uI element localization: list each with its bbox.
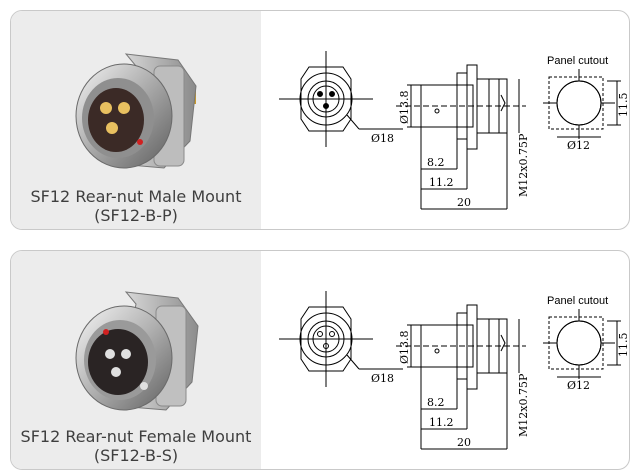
- dim-thread: M12x0.75P: [517, 133, 530, 197]
- dim-11-5: 11.5: [617, 93, 630, 118]
- panel-cutout-drawing: [543, 69, 621, 139]
- product-card-male: SF12 Rear-nut Male Mount (SF12-B-P) Ø18: [10, 10, 630, 230]
- panel-cutout-label: Panel cutout: [547, 55, 608, 67]
- dim-diameter-18: Ø18: [371, 372, 394, 385]
- dim-11-2: 11.2: [429, 416, 454, 429]
- product-caption: SF12 Rear-nut Female Mount (SF12-B-S): [11, 427, 261, 465]
- dim-thread: M12x0.75P: [517, 373, 530, 437]
- dim-20: 20: [457, 436, 471, 449]
- panel-cutout-drawing: [543, 309, 621, 379]
- dim-11-2: 11.2: [429, 176, 454, 189]
- female-connector-photo: [75, 291, 199, 411]
- male-connector-photo: [75, 53, 197, 169]
- panel-cutout-label: Panel cutout: [547, 295, 608, 307]
- dim-diameter-18: Ø18: [371, 132, 394, 145]
- product-caption: SF12 Rear-nut Male Mount (SF12-B-P): [11, 187, 261, 225]
- dim-diameter-12: Ø12: [567, 139, 590, 152]
- technical-drawing: Ø18 Ø13.8: [279, 51, 630, 210]
- product-part-number: (SF12-B-P): [94, 206, 178, 225]
- dim-diameter-13-8: Ø13.8: [398, 330, 411, 364]
- dim-diameter-13-8: Ø13.8: [398, 90, 411, 124]
- product-part-number: (SF12-B-S): [93, 446, 179, 465]
- dim-8-2: 8.2: [427, 396, 445, 409]
- dim-8-2: 8.2: [427, 156, 445, 169]
- product-photo-panel: [11, 11, 261, 229]
- front-view: [279, 51, 403, 147]
- dim-diameter-12: Ø12: [567, 379, 590, 392]
- dim-20: 20: [457, 196, 471, 209]
- dim-11-5: 11.5: [617, 333, 630, 358]
- product-card-female: SF12 Rear-nut Female Mount (SF12-B-S) Ø1…: [10, 250, 630, 470]
- product-name: SF12 Rear-nut Male Mount: [30, 187, 242, 206]
- technical-drawing: Ø18 Ø13.8 8.2 11.2 20 M12x0.7: [279, 291, 630, 450]
- product-photo-panel: [11, 251, 261, 469]
- product-name: SF12 Rear-nut Female Mount: [20, 427, 252, 446]
- front-view: [279, 291, 403, 387]
- side-view: [396, 304, 526, 450]
- side-view: [396, 64, 526, 210]
